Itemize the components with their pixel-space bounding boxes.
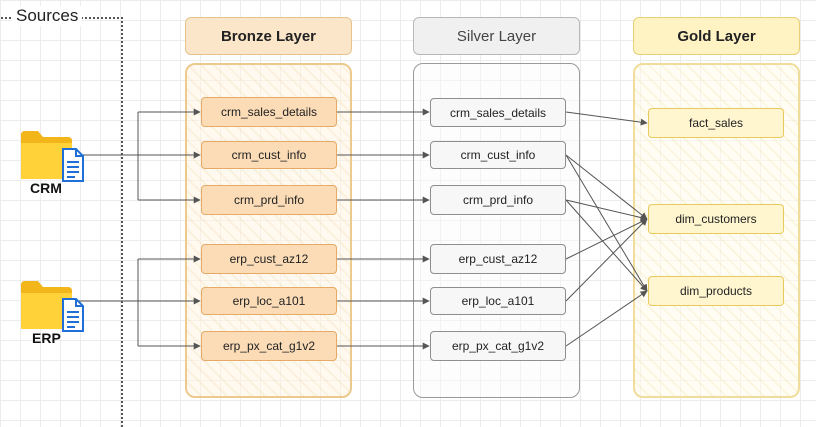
bronze-table-erp-cust-az12[interactable]: erp_cust_az12 — [201, 244, 337, 274]
silver-to-gold-arrow-7 — [565, 290, 648, 347]
crm-folder-icon[interactable] — [20, 129, 86, 185]
gold-table-fact-sales[interactable]: fact_sales — [648, 108, 784, 138]
sources-label: Sources — [12, 6, 83, 26]
bronze-table-erp-px-cat-g1v2[interactable]: erp_px_cat_g1v2 — [201, 331, 337, 361]
silver-to-gold-arrow-3 — [565, 199, 648, 221]
erp-folder-icon[interactable] — [20, 279, 86, 335]
silver-to-gold-arrow-6 — [565, 218, 648, 302]
silver-layer-header: Silver Layer — [413, 17, 580, 55]
silver-to-gold-arrow-5 — [565, 218, 648, 260]
gold-table-dim-customers[interactable]: dim_customers — [648, 204, 784, 234]
silver-table-erp-cust-az12[interactable]: erp_cust_az12 — [430, 244, 566, 274]
silver-to-gold-arrow-1 — [565, 154, 648, 220]
bronze-layer-header: Bronze Layer — [185, 17, 352, 55]
silver-to-gold-arrow-4 — [565, 199, 648, 292]
bronze-table-crm-sales-details[interactable]: crm_sales_details — [201, 97, 337, 127]
gold-layer-header: Gold Layer — [633, 17, 800, 55]
silver-table-crm-sales-details[interactable]: crm_sales_details — [430, 98, 566, 127]
silver-to-gold-arrow-2 — [565, 154, 648, 292]
silver-table-crm-prd-info[interactable]: crm_prd_info — [430, 185, 566, 215]
bronze-table-erp-loc-a101[interactable]: erp_loc_a101 — [201, 287, 337, 315]
silver-table-crm-cust-info[interactable]: crm_cust_info — [430, 141, 566, 169]
erp-label: ERP — [32, 330, 61, 346]
crm-label: CRM — [30, 180, 62, 196]
connector-lines — [75, 108, 648, 350]
gold-table-dim-products[interactable]: dim_products — [648, 276, 784, 306]
silver-table-erp-loc-a101[interactable]: erp_loc_a101 — [430, 287, 566, 315]
bronze-table-crm-prd-info[interactable]: crm_prd_info — [201, 185, 337, 215]
silver-to-gold-arrow-0 — [565, 111, 648, 126]
bronze-table-crm-cust-info[interactable]: crm_cust_info — [201, 141, 337, 169]
silver-table-erp-px-cat-g1v2[interactable]: erp_px_cat_g1v2 — [430, 331, 566, 361]
